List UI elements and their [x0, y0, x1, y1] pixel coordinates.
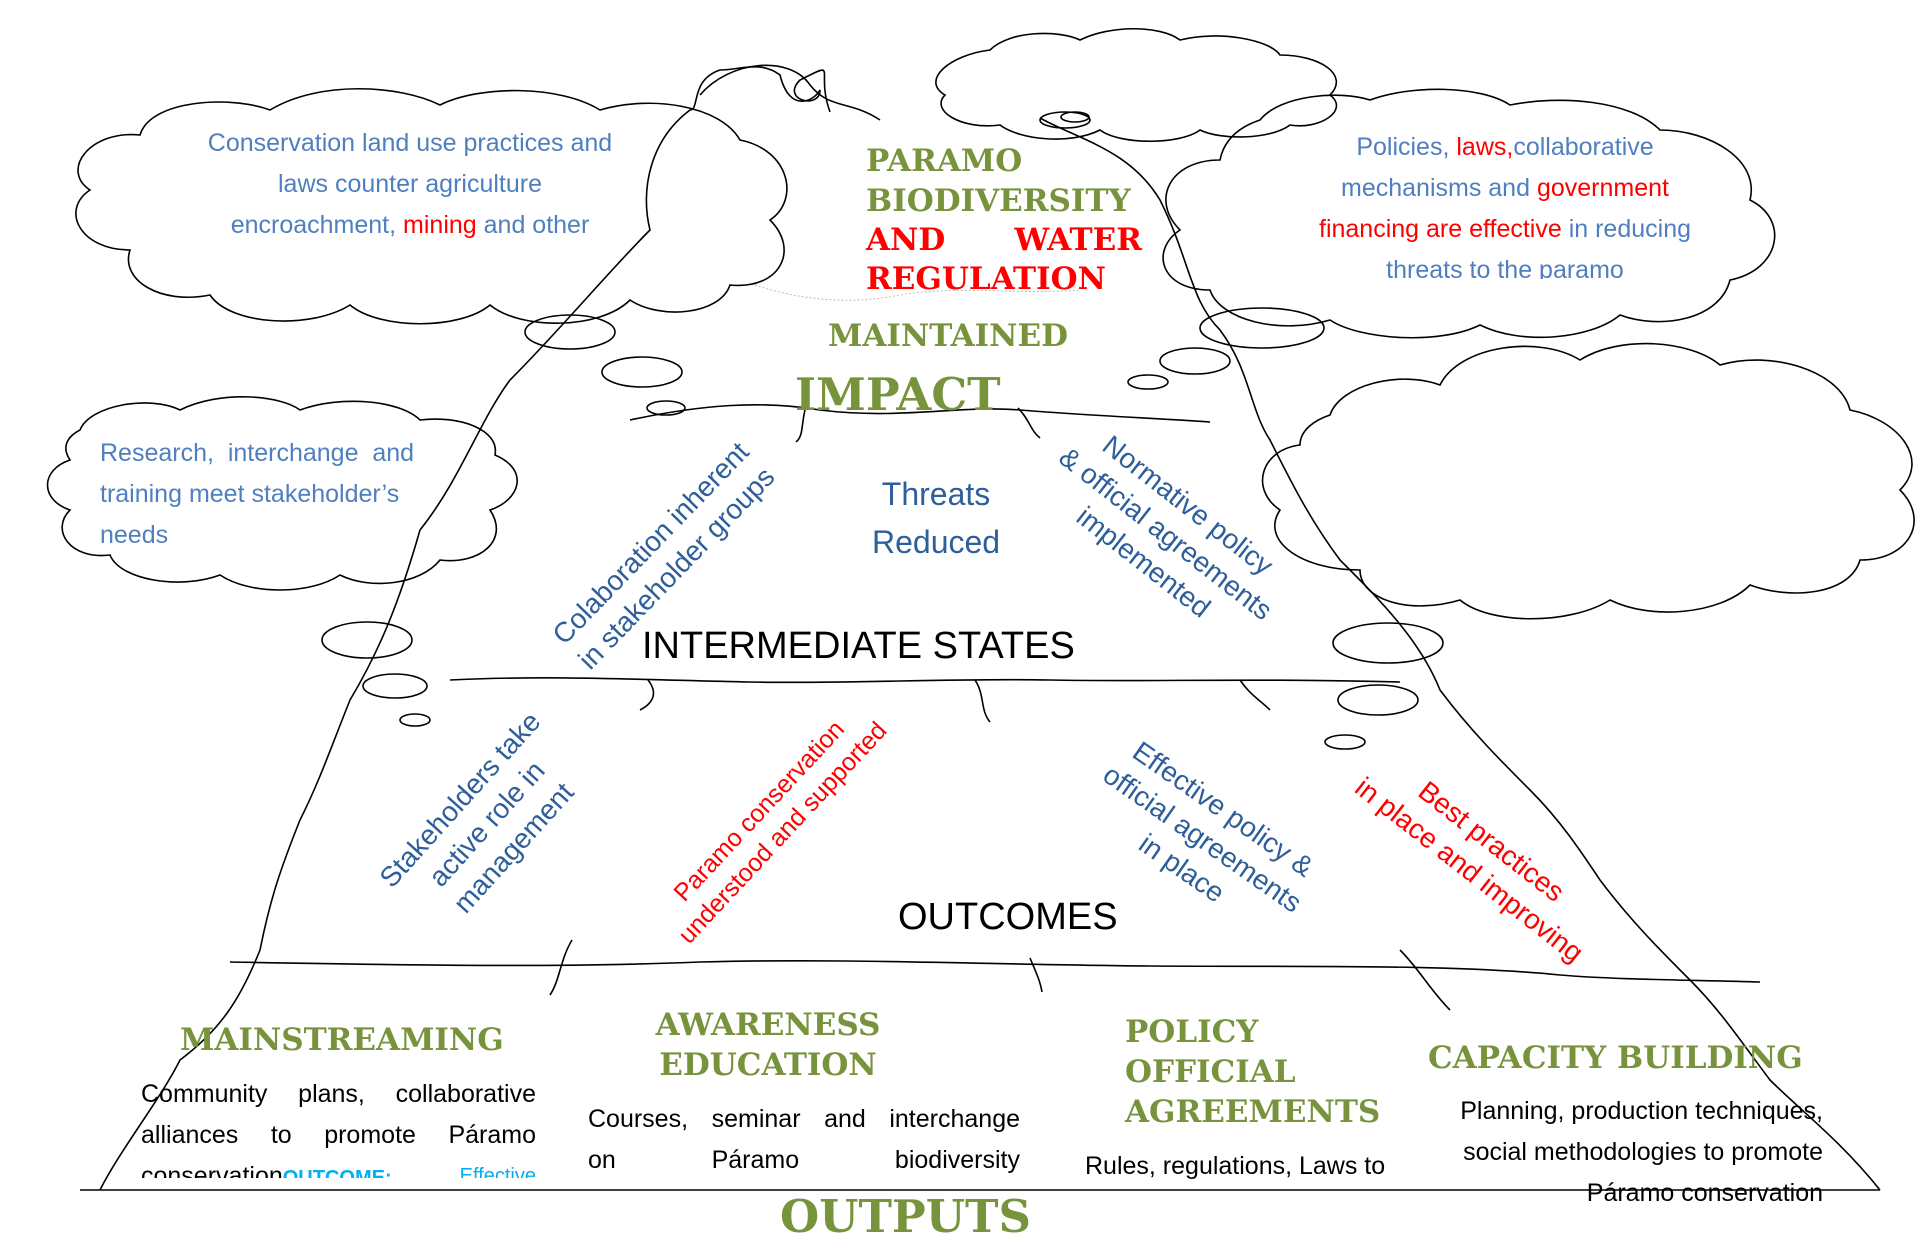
mainstreaming-line3-c: Effective — [459, 1165, 536, 1178]
mainstreaming-line3-a: conservation — [141, 1162, 283, 1178]
cloud-mid-left — [46, 396, 518, 591]
cloud-mid-left-line1: Research, interchange and — [100, 439, 415, 467]
policy-title-line1: POLICY — [1125, 1014, 1259, 1050]
policy-title-line2: OFFICIAL — [1125, 1054, 1296, 1090]
cloud-top-right-text: Policies, laws,collaborative mechanisms … — [1285, 127, 1725, 279]
impact-heading: IMPACT — [795, 368, 1001, 421]
cloud-top-right-line1-c: collaborative — [1513, 133, 1654, 161]
policy-title: POLICY OFFICIAL AGREEMENTS — [1125, 1012, 1380, 1132]
awareness-line1: Courses, seminar and interchange — [588, 1105, 1020, 1133]
capacity-title: CAPACITY BUILDING — [1428, 1040, 1803, 1076]
outputs-heading: OUTPUTS — [780, 1190, 1031, 1243]
cloud-top-left-line2: laws counter agriculture — [277, 170, 542, 198]
cloud-top-right-line2: mechanisms and government — [1285, 168, 1725, 209]
impact-goal-line3: AND WATER — [866, 222, 1142, 258]
cloud-top-right-line3-b: in reducing — [1561, 215, 1691, 243]
policy-body: Rules, regulations, Laws to — [1085, 1146, 1405, 1188]
impact-goal-line5: MAINTAINED — [828, 318, 1068, 354]
awareness-line2-b: Páramo — [711, 1146, 800, 1174]
threats-line1: Threats — [881, 476, 991, 512]
cloud-top-right-line3-a: financing are effective — [1319, 215, 1562, 243]
cloud-top-center — [935, 28, 1338, 142]
cloud-mid-left-line3: needs — [100, 521, 169, 549]
cloud-top-right-line4: threats to the paramo — [1386, 256, 1624, 279]
mainstreaming-title: MAINSTREAMING — [180, 1022, 504, 1058]
cloud-top-right — [1162, 88, 1776, 339]
impact-goal-line1: PARAMO — [866, 143, 1023, 179]
impact-goal-line4: REGULATION — [866, 261, 1106, 297]
impact-goal-line3-a: AND — [866, 222, 946, 258]
cloud-top-left-line1: Conservation land use practices and — [207, 129, 613, 157]
outcomes-divider — [229, 959, 1761, 983]
cloud-top-left-line3-a: encroachment, — [230, 211, 404, 239]
awareness-line2: on Páramo biodiversity — [588, 1140, 1020, 1181]
mountain-outline-left — [99, 65, 831, 1191]
capacity-line2: social methodologies to promote — [1463, 1138, 1823, 1166]
mainstreaming-line2: alliances to promote Páramo — [141, 1121, 536, 1149]
impact-divider — [629, 403, 1211, 423]
cloud-top-right-line1-b: laws, — [1456, 133, 1514, 161]
threats-label: Threats Reduced — [872, 470, 1000, 566]
mainstreaming-body: Community plans, collaborative alliances… — [141, 1074, 536, 1178]
cloud-top-right-line1: Policies, laws,collaborative — [1285, 127, 1725, 168]
cloud-mid-right — [1261, 342, 1915, 620]
threats-line2: Reduced — [872, 524, 1001, 560]
cloud-top-left-line3: encroachment, mining and other — [175, 205, 645, 246]
cloud-top-right-line3: financing are effective in reducing — [1285, 209, 1725, 250]
mountain-peak — [699, 64, 881, 121]
capacity-body: Planning, production techniques, social … — [1425, 1091, 1823, 1217]
cloud-top-right-line2-a: mechanisms and — [1341, 174, 1537, 202]
cloud-top-right-line1-a: Policies, — [1356, 133, 1457, 161]
mainstreaming-line3-b: OUTCOME: — [282, 1167, 392, 1178]
impact-goal-line2: BIODIVERSITY — [866, 183, 1131, 219]
intermediate-states-heading: INTERMEDIATE STATES — [642, 625, 1075, 667]
cloud-top-left — [75, 87, 788, 325]
intermediate-divider — [449, 677, 1401, 684]
mainstreaming-line1: Community plans, collaborative — [141, 1080, 536, 1108]
awareness-line2-c: biodiversity — [894, 1146, 1020, 1174]
awareness-title-line1: AWARENESS — [655, 1007, 881, 1043]
cloud-top-left-text: Conservation land use practices and laws… — [175, 123, 645, 253]
awareness-line2-a: on — [588, 1146, 616, 1174]
awareness-title: AWARENESS EDUCATION — [588, 1005, 948, 1085]
policy-title-line3: AGREEMENTS — [1125, 1094, 1381, 1130]
capacity-line1: Planning, production techniques, — [1460, 1097, 1823, 1125]
impact-goal-line3-b: WATER — [1014, 222, 1142, 258]
cloud-mid-left-text: Research, interchange and training meet … — [100, 433, 430, 563]
policy-line1: Rules, regulations, Laws to — [1085, 1152, 1386, 1180]
cloud-mid-left-line2: training meet stakeholder’s — [100, 480, 400, 508]
cloud-top-left-line3-b: mining — [403, 211, 477, 239]
cloud-top-left-line3-c: and other — [476, 211, 590, 239]
awareness-title-line2: EDUCATION — [659, 1047, 877, 1083]
cloud-top-right-line2-b: government — [1536, 174, 1669, 202]
outcomes-heading: OUTCOMES — [898, 896, 1118, 938]
capacity-line3: Páramo conservation — [1586, 1179, 1823, 1207]
awareness-body: Courses, seminar and interchange on Páram… — [588, 1099, 1020, 1183]
mainstreaming-line3: conservationOUTCOME: Effective — [141, 1156, 536, 1178]
